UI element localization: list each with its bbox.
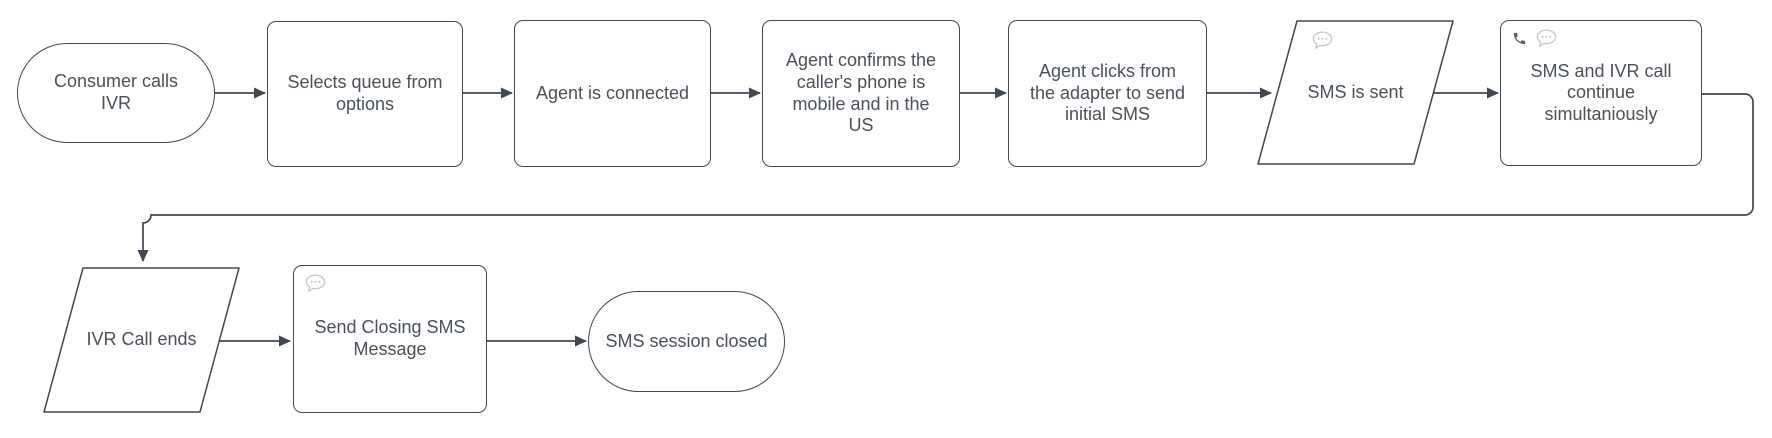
node-label: Consumer calls IVR bbox=[53, 71, 179, 113]
phone-icon bbox=[1513, 32, 1526, 45]
node-send-closing-sms: Send Closing SMS Message bbox=[293, 265, 487, 413]
node-label: SMS is sent bbox=[1307, 81, 1404, 102]
node-ivr-call-ends: IVR Call ends bbox=[43, 267, 240, 413]
node-agent-connected: Agent is connected bbox=[514, 20, 711, 167]
node-sms-is-sent: SMS is sent bbox=[1257, 20, 1454, 165]
chat-bubble-icon bbox=[305, 274, 326, 293]
node-sms-session-closed: SMS session closed bbox=[588, 291, 785, 392]
node-consumer-calls-ivr: Consumer calls IVR bbox=[17, 43, 215, 143]
node-sms-ivr-continue: SMS and IVR call continue simultaniously bbox=[1500, 20, 1702, 166]
node-label: Agent clicks from the adapter to send in… bbox=[1029, 61, 1186, 125]
node-agent-clicks-adapter: Agent clicks from the adapter to send in… bbox=[1008, 20, 1207, 167]
node-label: SMS and IVR call continue simultaniously bbox=[1530, 60, 1672, 124]
node-label: Selects queue from options bbox=[287, 72, 443, 114]
node-selects-queue: Selects queue from options bbox=[267, 21, 463, 167]
chat-bubble-icon bbox=[1536, 29, 1557, 48]
parallelogram-shape bbox=[43, 267, 240, 413]
node-label: Agent confirms the caller's phone is mob… bbox=[785, 50, 937, 136]
node-label: SMS session closed bbox=[605, 330, 768, 351]
node-label: Agent is connected bbox=[535, 82, 690, 103]
node-agent-confirms: Agent confirms the caller's phone is mob… bbox=[762, 20, 960, 167]
chat-bubble-icon bbox=[1312, 31, 1333, 50]
node-label: Send Closing SMS Message bbox=[314, 317, 466, 359]
node-label: IVR Call ends bbox=[86, 329, 197, 350]
